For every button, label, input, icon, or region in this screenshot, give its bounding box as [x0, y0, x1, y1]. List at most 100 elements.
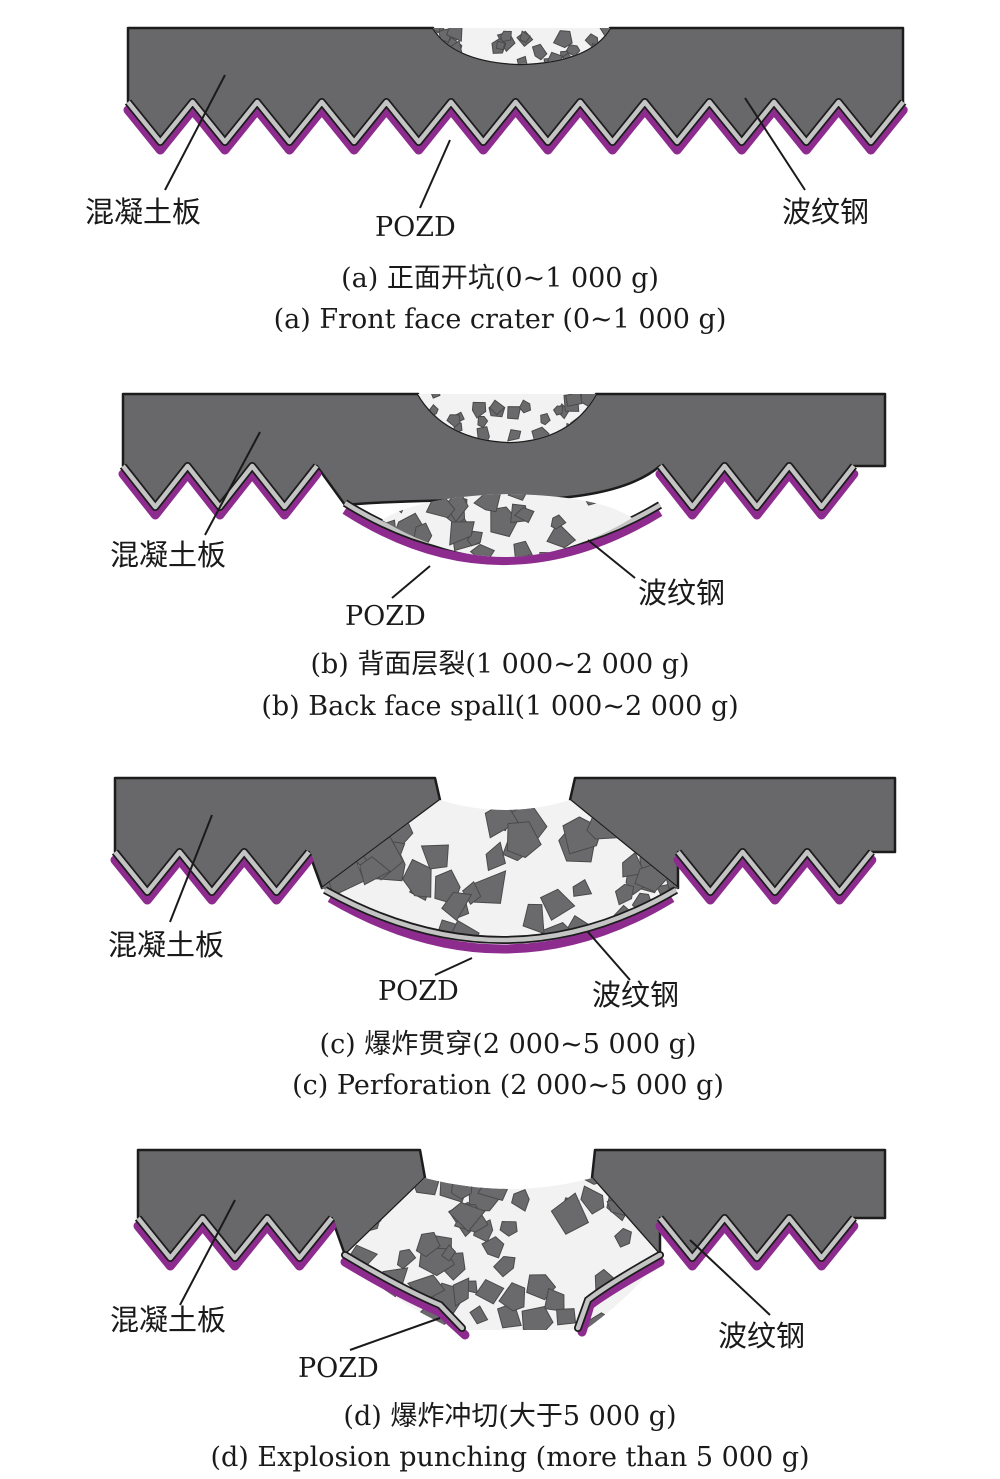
corrugated-steel [658, 463, 856, 510]
concrete-fragment [489, 399, 506, 416]
caption-cn: (a) 正面开坑(0~1 000 g) [341, 263, 659, 294]
leader-concrete [179, 1199, 236, 1306]
concrete-fragment [539, 888, 576, 921]
corrugated-steel [113, 849, 311, 895]
concrete-fragment [641, 1283, 658, 1302]
leader-pozd [419, 139, 451, 209]
caption-cn: (b) 背面层裂(1 000~2 000 g) [310, 649, 689, 680]
concrete-fragment [429, 394, 441, 399]
concrete-fragment [511, 1189, 530, 1212]
concrete-fragment [519, 30, 531, 44]
concrete-fragment [359, 856, 391, 886]
concrete-fragment [507, 429, 522, 442]
concrete-fragment [522, 903, 545, 935]
concrete-fragment [614, 883, 635, 906]
pozd-flap-left [340, 1257, 470, 1340]
leader-pozd [349, 1317, 441, 1351]
pozd-layer [655, 1221, 859, 1271]
label-pozd: POZD [378, 976, 459, 1007]
concrete-fragment [448, 1201, 486, 1233]
label-concrete: 混凝土板 [110, 1303, 226, 1337]
corrugated-steel [658, 1215, 856, 1261]
pozd-flap-right [577, 1257, 665, 1337]
pozd-bulge [327, 894, 675, 954]
concrete-fragment [507, 406, 522, 420]
leader-steel [689, 1239, 771, 1316]
concrete-fragment [402, 858, 432, 898]
concrete-fragment [491, 1178, 508, 1191]
concrete-fragment [645, 1308, 660, 1330]
concrete-fragment [322, 935, 341, 937]
concrete-fragment [518, 399, 532, 414]
concrete-fragment [556, 1308, 577, 1326]
concrete-fragment [589, 552, 608, 558]
concrete-fragment [646, 940, 670, 965]
concrete-fragment [498, 1282, 526, 1312]
corrugated-steel [136, 1215, 334, 1261]
steel-bulge [323, 888, 678, 943]
caption-en: (d) Explosion punching (more than 5 000 … [210, 1442, 809, 1473]
concrete-fragment [546, 521, 577, 549]
pozd-layer [118, 469, 322, 520]
pozd-layer [123, 105, 908, 155]
pozd-bulge [342, 506, 663, 565]
leader-concrete [169, 814, 213, 923]
concrete-fragment [499, 567, 522, 586]
concrete-fragment [445, 28, 463, 42]
label-concrete: 混凝土板 [108, 928, 224, 962]
label-steel: 波纹钢 [638, 576, 725, 610]
leader-steel [744, 97, 806, 191]
concrete-fragment [513, 507, 535, 524]
concrete-fragment [481, 1236, 505, 1259]
steel-flap-left [342, 1252, 465, 1331]
concrete-fragment [351, 1289, 390, 1323]
concrete-fragment [608, 936, 628, 937]
label-steel: 波纹钢 [592, 978, 679, 1012]
corrugated-steel [676, 849, 874, 895]
concrete-fragment [516, 55, 528, 64]
concrete-fragment [396, 1248, 417, 1270]
concrete-fragment [565, 394, 583, 407]
concrete-fragment [449, 521, 475, 546]
concrete-fragment [500, 30, 512, 43]
concrete-fragment [544, 1287, 565, 1312]
caption-cn: (c) 爆炸贯穿(2 000~5 000 g) [320, 1029, 697, 1060]
concrete-fragment [550, 514, 567, 530]
label-steel: 波纹钢 [718, 1319, 805, 1353]
concrete-fragment [614, 1227, 632, 1248]
pozd-layer [673, 855, 877, 905]
concrete-fragment [329, 919, 356, 937]
corrugated-steel [126, 99, 905, 145]
concrete-fragment [601, 941, 630, 969]
concrete-fragment [382, 540, 398, 558]
concrete-fragment [389, 952, 412, 969]
concrete-fragment [552, 30, 573, 49]
label-pozd: POZD [298, 1353, 379, 1384]
concrete-fragment [415, 1231, 441, 1258]
concrete-fragment [473, 494, 502, 513]
concrete-fragment [521, 1306, 554, 1330]
pozd-layer [655, 469, 859, 520]
label-concrete: 混凝土板 [110, 538, 226, 572]
concrete-fragment [420, 844, 449, 870]
leader-pozd [391, 565, 431, 599]
concrete-fragment [462, 881, 482, 905]
concrete-fragment [647, 1321, 660, 1330]
concrete-fragment [452, 1277, 470, 1307]
concrete-slab [110, 776, 897, 905]
concrete-fragment [433, 28, 443, 34]
concrete-fragment [441, 1244, 457, 1262]
leader-pozd [434, 957, 473, 976]
caption-en: (b) Back face spall(1 000~2 000 g) [261, 691, 738, 722]
concrete-fragment [477, 416, 489, 429]
pozd-layer [110, 855, 314, 905]
concrete-fragment [550, 1192, 590, 1235]
concrete-fragment [486, 950, 518, 979]
concrete-fragment [572, 878, 593, 897]
label-concrete: 混凝土板 [85, 195, 201, 229]
concrete-fragment [446, 414, 461, 428]
